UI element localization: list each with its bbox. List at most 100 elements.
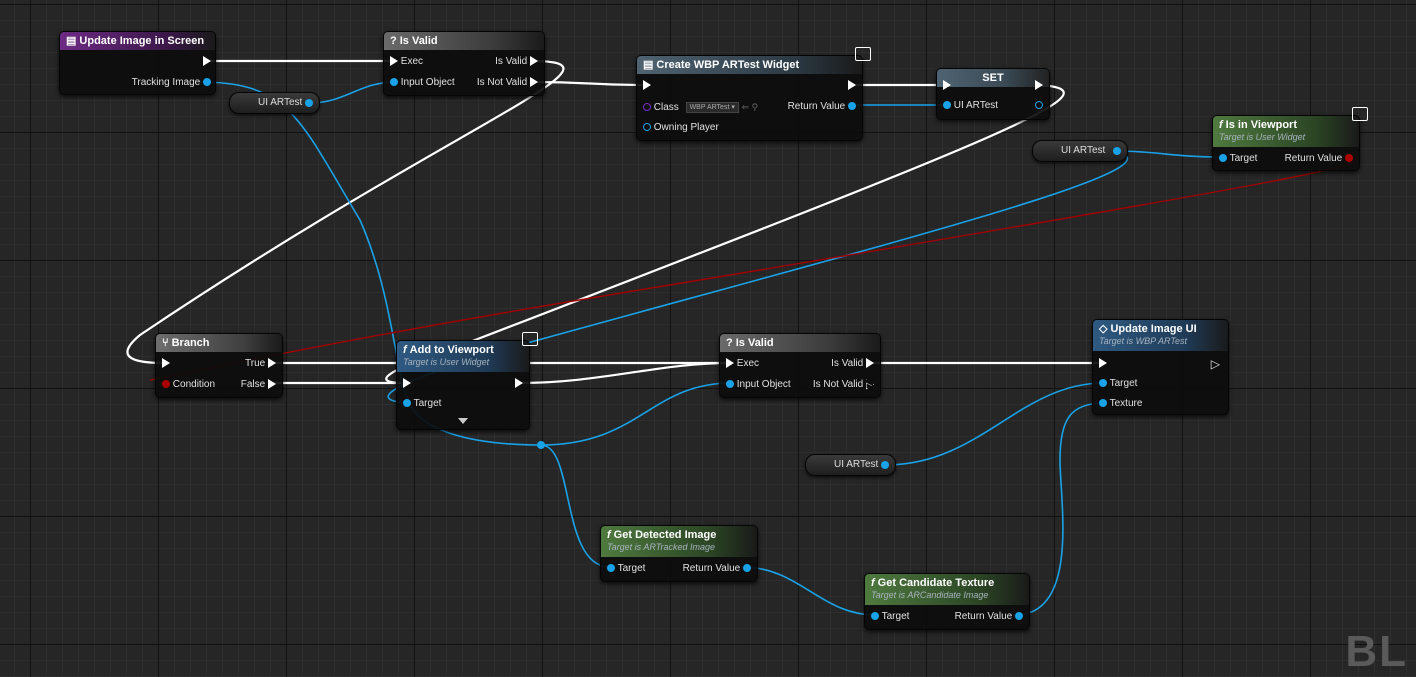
is-valid-out-pin-2[interactable]: Is Valid [831, 357, 874, 371]
is-not-valid-out-pin-1[interactable]: Is Not Valid [477, 76, 538, 90]
condition-label: Condition [172, 379, 216, 390]
false-pin[interactable]: False [241, 378, 276, 392]
set-exec-in[interactable] [943, 79, 951, 93]
addvp-exec-in[interactable] [403, 377, 411, 391]
is-not-valid-label: Is Not Valid [476, 77, 528, 88]
detected-return-pin[interactable]: Return Value [683, 562, 751, 576]
set-node[interactable]: SET UI ARTest [936, 68, 1050, 120]
tracking-image-pin[interactable]: Tracking Image [132, 76, 211, 90]
variable-ui-artest-2[interactable]: UI ARTest [1032, 140, 1129, 162]
set-var-pin[interactable]: UI ARTest [943, 99, 998, 113]
tracking-image-label: Tracking Image [131, 77, 201, 88]
is-valid-out-pin-1[interactable]: Is Valid [495, 55, 538, 69]
exec-label: Exec [400, 56, 424, 67]
set-title: SET [982, 72, 1004, 84]
event-icon: ▤ [66, 35, 77, 47]
set-var-label: UI ARTest [953, 100, 999, 111]
create-exec-in[interactable] [643, 79, 651, 93]
monitor-icon [855, 47, 871, 61]
get-candidate-texture-subtitle: Target is ARCandidate Image [871, 590, 989, 600]
widget-icon: ▤ [643, 59, 654, 71]
return-value-label: Return Value [787, 101, 846, 112]
updateui-texture-pin[interactable]: Texture [1099, 397, 1142, 411]
detected-target-pin[interactable]: Target [607, 562, 645, 576]
is-valid-node-2[interactable]: ?Is Valid Exec Input Object Is Valid Is … [719, 333, 881, 398]
diamond-icon: ◇ [1099, 323, 1108, 335]
exec-label: Exec [736, 358, 760, 369]
create-return-pin[interactable]: Return Value [788, 100, 856, 114]
input-object-label: Input Object [736, 379, 791, 390]
variable-out-pin[interactable] [880, 461, 889, 469]
add-to-viewport-subtitle: Target is User Widget [403, 357, 490, 367]
inviewport-target-pin[interactable]: Target [1219, 152, 1257, 166]
addvp-target-pin[interactable]: Target [403, 397, 441, 411]
addvp-exec-out[interactable] [515, 377, 523, 391]
updateui-target-pin[interactable]: Target [1099, 377, 1137, 391]
target-label: Target [617, 563, 646, 574]
variable-ui-artest-1[interactable]: UI ARTest [229, 92, 320, 114]
branch-exec-in[interactable] [162, 357, 170, 371]
true-pin[interactable]: True [245, 357, 276, 371]
get-candidate-texture-title: Get Candidate Texture [877, 577, 995, 589]
set-out-pin[interactable] [1035, 99, 1043, 113]
updateui-exec-out[interactable]: ▷ [1210, 357, 1220, 371]
exec-in-pin-2[interactable]: Exec [726, 357, 759, 371]
function-icon: f [607, 529, 611, 541]
event-node-header: ▤Update Image in Screen [60, 32, 215, 50]
advanced-expand-arrow[interactable] [458, 415, 468, 429]
browse-icon[interactable]: ⇐ ⚲ [741, 102, 759, 112]
condition-pin[interactable]: Condition [162, 378, 215, 392]
input-object-label: Input Object [400, 77, 455, 88]
candidate-return-pin[interactable]: Return Value [955, 610, 1023, 624]
reroute-knot [537, 441, 545, 449]
update-image-ui-subtitle: Target is WBP ARTest [1099, 336, 1188, 346]
class-dropdown[interactable]: WBP ARTest ▾ [685, 101, 739, 113]
get-detected-image-title: Get Detected Image [613, 529, 717, 541]
variable-label: UI ARTest [1061, 145, 1106, 156]
is-valid-title-2: Is Valid [735, 337, 774, 349]
add-to-viewport-title: Add to Viewport [409, 344, 494, 356]
updateui-exec-in[interactable] [1099, 357, 1107, 371]
return-value-label: Return Value [954, 611, 1013, 622]
exec-wire-isvalid1-branch [126, 59, 565, 365]
obj-wire-tracking-detected [199, 81, 611, 568]
candidate-target-pin[interactable]: Target [871, 610, 909, 624]
input-object-pin-1[interactable]: Input Object [390, 76, 455, 90]
obj-wire-detected-candidate [741, 566, 877, 616]
event-node-update-image[interactable]: ▤Update Image in Screen Tracking Image [59, 31, 216, 95]
branch-node[interactable]: ⑂Branch Condition True False [155, 333, 283, 398]
update-image-ui-node[interactable]: ◇Update Image UI Target is WBP ARTest ▷ … [1092, 319, 1229, 415]
false-label: False [240, 379, 266, 390]
is-valid-label: Is Valid [831, 358, 864, 369]
is-not-valid-out-pin-2[interactable]: Is Not Valid ▷ [813, 378, 874, 392]
create-exec-out[interactable] [848, 79, 856, 93]
exec-wire-set-addviewport [385, 83, 1065, 385]
input-object-pin-2[interactable]: Input Object [726, 378, 791, 392]
hollow-exec-pin: ▷ [866, 379, 874, 393]
is-valid-node-1[interactable]: ?Is Valid Exec Input Object Is Valid Is … [383, 31, 545, 96]
variable-out-pin[interactable] [1113, 147, 1122, 155]
owning-player-pin[interactable]: Owning Player [643, 121, 719, 135]
set-exec-out[interactable] [1035, 79, 1043, 93]
obj-wire-var2-inviewport [1111, 150, 1223, 158]
exec-out-pin[interactable] [203, 55, 211, 69]
exec-in-pin-1[interactable]: Exec [390, 55, 423, 69]
branch-header: ⑂Branch [156, 334, 282, 352]
is-valid-header-2: ?Is Valid [720, 334, 880, 352]
inviewport-return-pin[interactable]: Return Value [1285, 152, 1353, 166]
is-in-viewport-title: Is in Viewport [1225, 119, 1297, 131]
variable-out-pin[interactable] [304, 99, 313, 107]
exec-wire-addviewport-isvalid2 [519, 361, 730, 385]
function-icon: f [403, 344, 407, 356]
event-title: Update Image in Screen [79, 35, 205, 47]
class-pin[interactable]: Class WBP ARTest ▾ ⇐ ⚲ [643, 100, 758, 114]
variable-ui-artest-3[interactable]: UI ARTest [805, 454, 896, 476]
branch-icon: ⑂ [162, 337, 169, 349]
create-widget-node[interactable]: ▤Create WBP ARTest Widget Class WBP ARTe… [636, 55, 863, 141]
